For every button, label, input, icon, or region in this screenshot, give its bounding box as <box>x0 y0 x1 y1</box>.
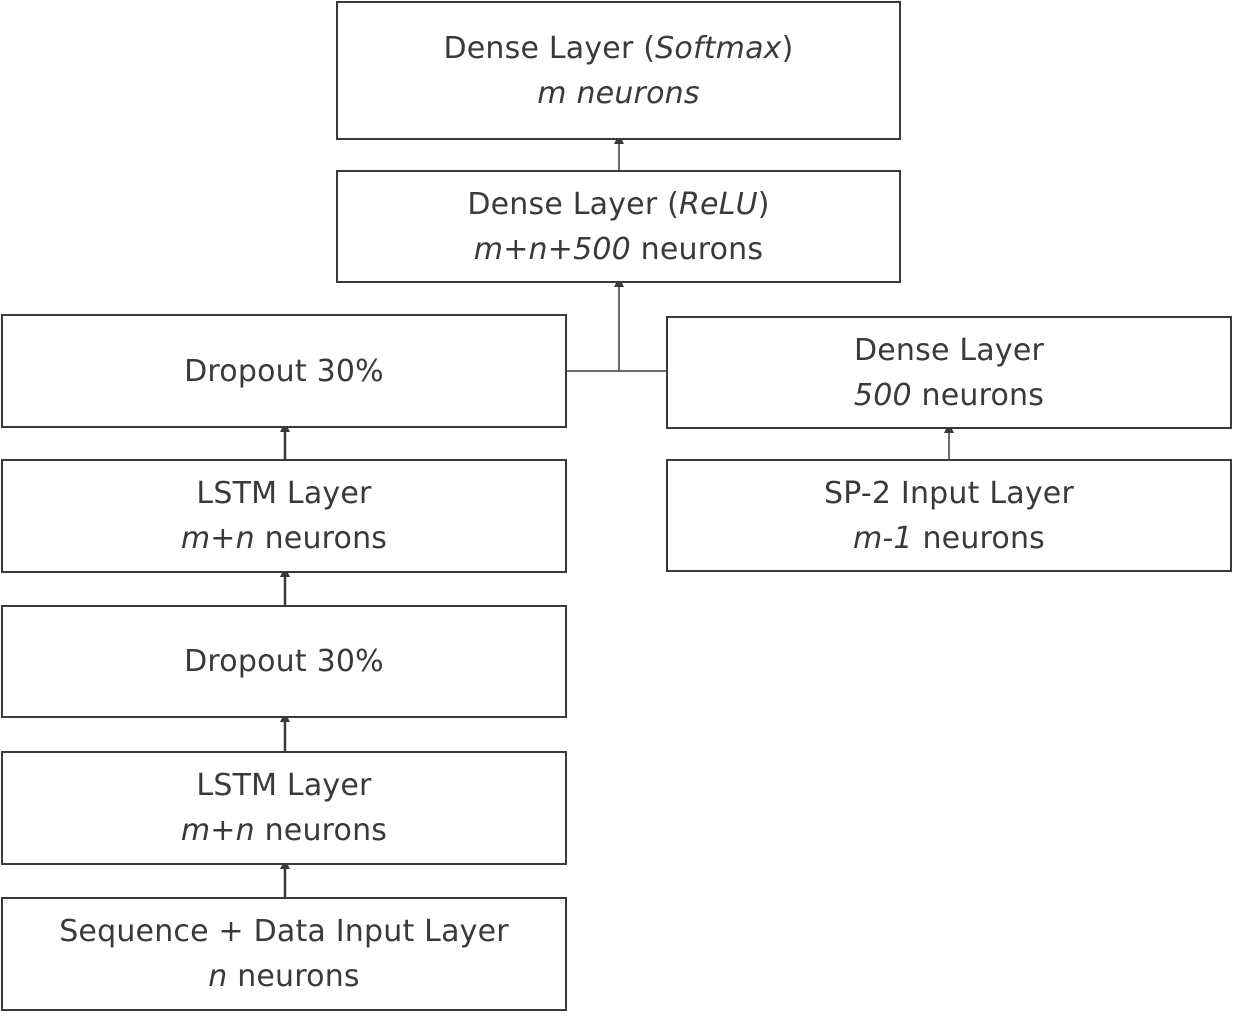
lstm-top-layer-box: LSTM Layer m+n neurons <box>1 459 567 573</box>
relu-dense-layer-box: Dense Layer (ReLU) m+n+500 neurons <box>336 170 901 283</box>
sp2-input-layer-size: m-1 neurons <box>853 516 1045 561</box>
sequence-data-input-layer-box: Sequence + Data Input Layer n neurons <box>1 897 567 1011</box>
relu-activation-label: ReLU <box>679 186 758 222</box>
sp2-input-neuron-unit: neurons <box>912 520 1046 556</box>
relu-neuron-unit: neurons <box>630 231 764 267</box>
dense-500-neuron-unit: neurons <box>911 377 1045 413</box>
relu-layer-title-prefix: Dense Layer ( <box>467 186 679 222</box>
sp2-input-layer-title: SP-2 Input Layer <box>824 475 1074 511</box>
sp2-input-neuron-count: m-1 <box>852 520 913 556</box>
dropout-bottom-layer-box: Dropout 30% <box>1 605 567 718</box>
sequence-input-neuron-unit: neurons <box>227 959 360 994</box>
relu-layer-title: Dense Layer (ReLU) <box>467 182 769 227</box>
softmax-layer-title-suffix: ) <box>781 30 794 66</box>
dense-500-layer-size: 500 neurons <box>854 373 1044 418</box>
dropout-top-layer-box: Dropout 30% <box>1 314 567 428</box>
lstm-top-layer-size: m+n neurons <box>181 516 387 561</box>
dropout-bottom-label: Dropout 30% <box>184 644 384 679</box>
softmax-layer-title: Dense Layer (Softmax) <box>443 26 793 71</box>
softmax-dense-layer-box: Dense Layer (Softmax) m neurons <box>336 1 901 140</box>
lstm-bottom-neuron-count: m+n <box>180 813 255 848</box>
softmax-layer-title-prefix: Dense Layer ( <box>443 30 656 66</box>
softmax-neuron-count: m neurons <box>537 75 700 111</box>
relu-layer-title-suffix: ) <box>757 186 770 222</box>
lstm-top-layer-title: LSTM Layer <box>196 476 372 511</box>
lstm-bottom-neuron-unit: neurons <box>254 813 388 848</box>
relu-neuron-count: m+n+500 <box>473 231 631 267</box>
relu-layer-size: m+n+500 neurons <box>474 227 763 272</box>
dense-500-neuron-count: 500 <box>853 377 912 413</box>
lstm-bottom-layer-box: LSTM Layer m+n neurons <box>1 751 567 865</box>
lstm-bottom-layer-title: LSTM Layer <box>196 768 372 803</box>
softmax-activation-label: Softmax <box>655 30 782 66</box>
sequence-input-layer-size: n neurons <box>208 954 360 999</box>
dense-500-layer-box: Dense Layer 500 neurons <box>666 316 1232 429</box>
sequence-input-neuron-count: n <box>208 959 228 994</box>
sequence-input-layer-title: Sequence + Data Input Layer <box>59 914 509 949</box>
lstm-top-neuron-count: m+n <box>180 521 255 556</box>
sp2-input-layer-box: SP-2 Input Layer m-1 neurons <box>666 459 1232 572</box>
dropout-top-label: Dropout 30% <box>184 353 384 389</box>
dense-500-layer-title: Dense Layer <box>853 332 1045 368</box>
lstm-top-neuron-unit: neurons <box>254 521 388 556</box>
lstm-bottom-layer-size: m+n neurons <box>181 808 387 853</box>
softmax-layer-size: m neurons <box>537 71 699 116</box>
